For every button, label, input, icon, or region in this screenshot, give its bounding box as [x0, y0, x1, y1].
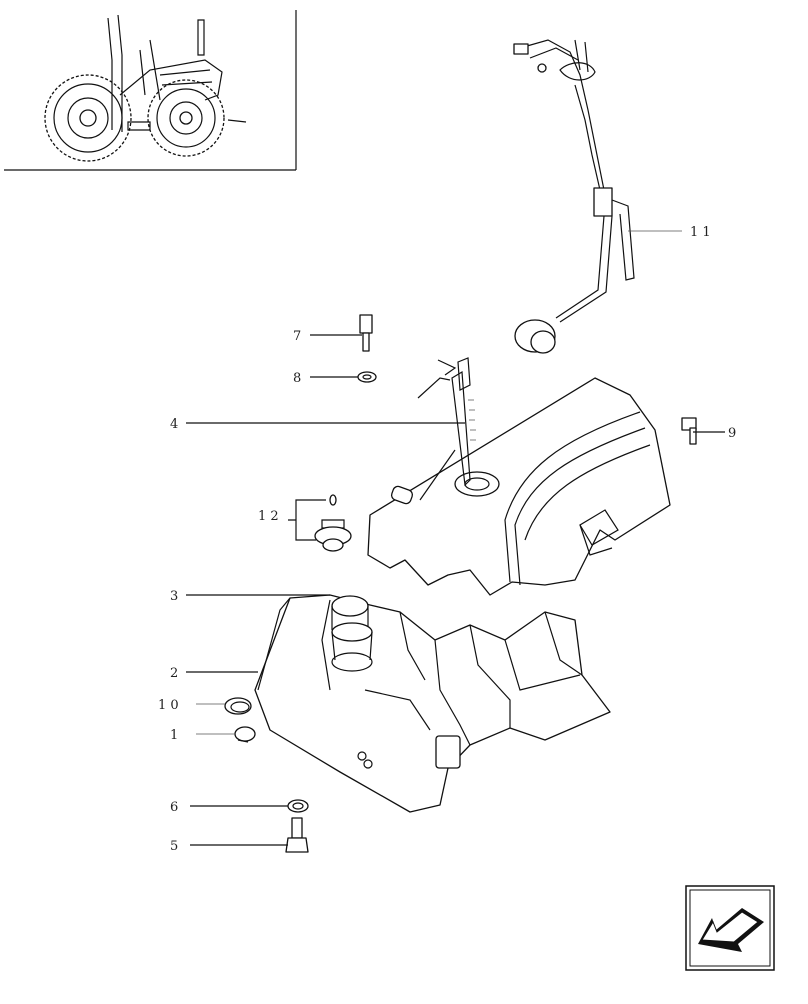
leader-12	[288, 499, 326, 541]
part-10-seal	[224, 697, 252, 715]
back-navigation-button[interactable]	[685, 885, 775, 971]
callout-12: 1 2	[258, 509, 279, 524]
part-4-sender-tube	[390, 357, 500, 505]
callout-3: 3	[170, 589, 178, 604]
callout-leaders	[186, 230, 725, 846]
callout-11: 1 1	[690, 225, 711, 240]
part-5-drain-plug	[285, 817, 309, 853]
callout-2: 2	[170, 666, 178, 681]
callout-6: 6	[170, 800, 178, 815]
arrow-back-icon	[698, 908, 764, 952]
fuel-tank	[254, 377, 671, 813]
part-12-breather-cap	[314, 494, 352, 552]
callout-10: 1 0	[158, 698, 179, 713]
part-6-washer	[287, 799, 309, 813]
tractor-icon	[44, 14, 247, 162]
callout-5: 5	[170, 839, 178, 854]
part-8-washer	[357, 371, 377, 383]
callout-labels: 7 8 4 9 1 2 3 2 1 0 1 6 5 1 1	[158, 225, 736, 854]
tractor-thumbnail	[4, 10, 297, 171]
part-7-bolt	[359, 314, 373, 352]
callout-4: 4	[170, 417, 178, 432]
part-1-clamp	[234, 726, 256, 743]
callout-9: 9	[728, 426, 736, 441]
callout-7: 7	[293, 329, 301, 344]
part-9-elbow-fitting	[681, 417, 697, 445]
part-11-fuel-level-sender	[513, 39, 635, 354]
callout-8: 8	[293, 371, 301, 386]
callout-1: 1	[170, 728, 178, 743]
